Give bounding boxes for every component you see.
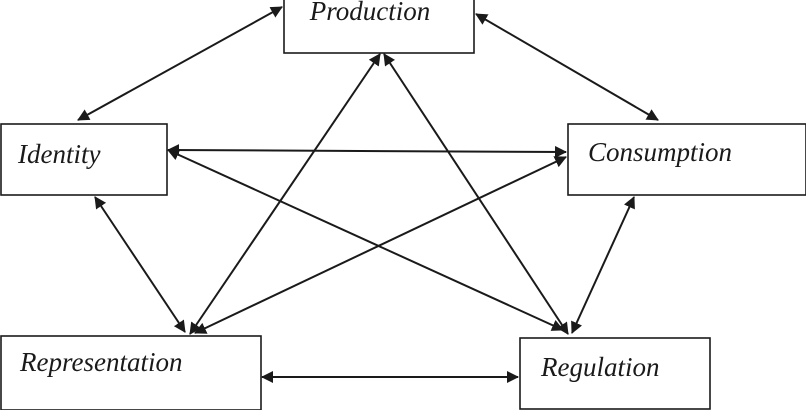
- edge-identity-consumption: [167, 144, 567, 158]
- node-regulation-box: [519, 337, 711, 410]
- node-identity: Identity: [0, 123, 168, 196]
- edge-production-representation: [189, 53, 381, 335]
- node-production-label: Production: [309, 0, 431, 26]
- node-identity-box: [0, 123, 168, 196]
- node-representation-box: [0, 335, 262, 410]
- node-consumption-label: Consumption: [588, 137, 732, 167]
- node-identity-label: Identity: [17, 139, 100, 169]
- node-production: Production: [283, 0, 475, 54]
- node-consumption-box: [567, 123, 806, 196]
- edge-consumption-representation: [194, 156, 567, 334]
- edge-group: [77, 6, 659, 383]
- edge-identity-production: [77, 6, 283, 121]
- edge-identity-representation: [94, 196, 186, 333]
- node-representation: Representation: [0, 335, 262, 410]
- node-regulation: Regulation: [519, 337, 711, 410]
- node-production-box: [283, 0, 475, 54]
- node-representation-label: Representation: [19, 347, 182, 377]
- node-regulation-label: Regulation: [540, 352, 659, 382]
- edge-identity-regulation: [167, 149, 564, 331]
- edge-consumption-regulation: [571, 196, 635, 334]
- edge-production-consumption: [475, 13, 659, 121]
- node-consumption: Consumption: [567, 123, 806, 196]
- edge-production-regulation: [383, 53, 569, 335]
